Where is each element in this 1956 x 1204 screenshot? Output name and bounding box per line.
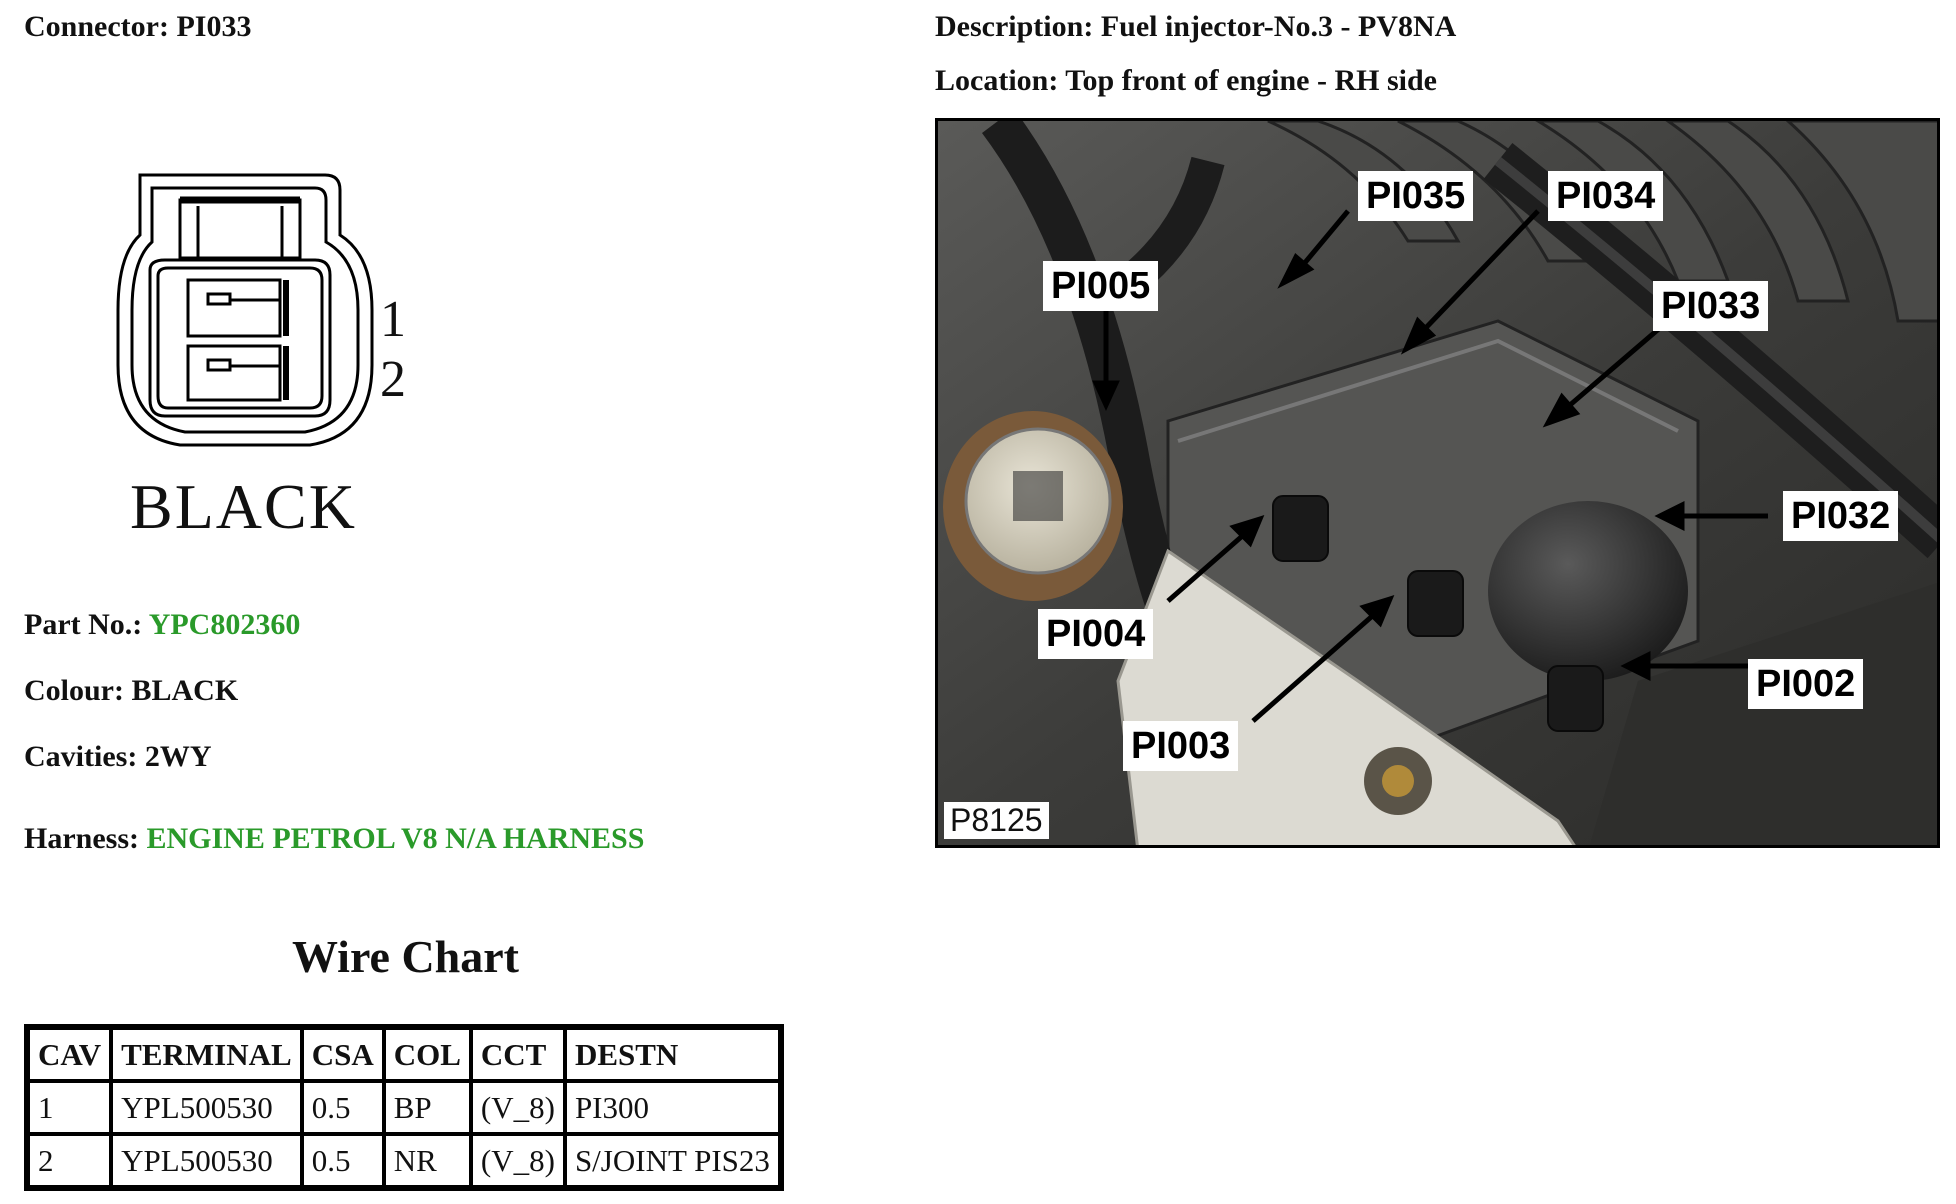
photo-reference-number: P8125 [944,802,1049,839]
column-header: CSA [301,1028,384,1081]
column-header: DESTN [564,1028,780,1081]
table-cell: BP [383,1081,471,1134]
photo-callout-pi035: PI035 [1358,171,1474,221]
wire-chart-title: Wire Chart [292,931,519,982]
description-heading: Description: Fuel injector-No.3 - PV8NA [935,10,1456,44]
description-value: Fuel injector-No.3 - PV8NA [1100,10,1457,43]
location-heading: Location: Top front of engine - RH side [935,64,1437,98]
table-cell: YPL500530 [111,1134,302,1187]
column-header: CCT [470,1028,565,1081]
photo-callout-pi005: PI005 [1043,261,1159,311]
table-cell: NR [383,1134,471,1187]
column-header: COL [383,1028,471,1081]
engine-photo-illustration [938,121,1937,845]
connector-label: Connector: [24,10,169,43]
cavities-label: Cavities: [24,740,138,773]
table-cell: 2 [28,1134,112,1187]
photo-callout-pi002: PI002 [1748,659,1864,709]
harness-label: Harness: [24,822,139,855]
table-cell: (V_8) [470,1081,565,1134]
location-value: Top front of engine - RH side [1065,64,1438,97]
wire-chart-table: CAV TERMINAL CSA COL CCT DESTN 1 YPL5005… [24,1024,784,1191]
table-row: 2 YPL500530 0.5 NR (V_8) S/JOINT PIS23 [28,1134,780,1187]
location-label: Location: [935,64,1059,97]
photo-callout-pi033: PI033 [1653,281,1769,331]
harness-link[interactable]: ENGINE PETROL V8 N/A HARNESS [146,822,645,855]
colour-value: BLACK [131,674,239,707]
table-row: 1 YPL500530 0.5 BP (V_8) PI300 [28,1081,780,1134]
part-number-row: Part No.: YPC802360 [24,608,300,642]
photo-callout-pi004: PI004 [1038,609,1154,659]
table-cell: PI300 [564,1081,780,1134]
part-number-link[interactable]: YPC802360 [148,608,301,641]
table-header-row: CAV TERMINAL CSA COL CCT DESTN [28,1028,780,1081]
description-label: Description: [935,10,1094,43]
photo-callout-pi032: PI032 [1783,491,1899,541]
engine-bay-photo: PI035 PI034 PI005 PI033 PI032 PI004 PI00… [935,118,1940,848]
pin-number-2: 2 [380,351,406,408]
connector-color-caption: BLACK [130,471,357,542]
table-cell: 0.5 [301,1081,384,1134]
table-cell: 1 [28,1081,112,1134]
table-cell: (V_8) [470,1134,565,1187]
table-cell: S/JOINT PIS23 [564,1134,780,1187]
pin-number-1: 1 [380,291,406,348]
table-cell: YPL500530 [111,1081,302,1134]
part-number-label: Part No.: [24,608,143,641]
colour-row: Colour: BLACK [24,674,238,708]
connector-face-drawing [116,173,374,447]
connector-value: PI033 [176,10,252,43]
connector-heading: Connector: PI033 [24,10,251,44]
cavities-value: 2WY [144,740,212,773]
colour-label: Colour: [24,674,124,707]
photo-callout-pi034: PI034 [1548,171,1664,221]
table-cell: 0.5 [301,1134,384,1187]
column-header: CAV [28,1028,112,1081]
cavities-row: Cavities: 2WY [24,740,211,774]
photo-callout-pi003: PI003 [1123,721,1239,771]
harness-row: Harness: ENGINE PETROL V8 N/A HARNESS [24,822,644,856]
column-header: TERMINAL [111,1028,302,1081]
